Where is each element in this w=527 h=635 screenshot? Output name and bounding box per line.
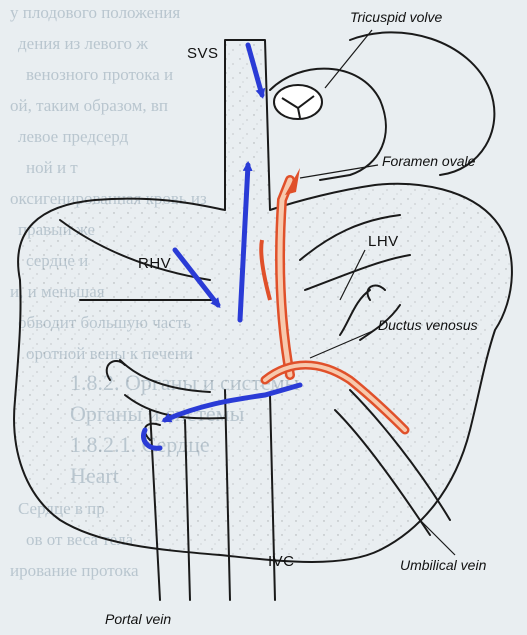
label-svs: SVS: [187, 45, 219, 62]
label-lhv: LHV: [368, 233, 399, 250]
tricuspid-valve-shape: [274, 85, 322, 119]
label-portal-vein: Portal vein: [105, 611, 171, 627]
background-text-line: ирование протока: [10, 561, 139, 580]
background-text-line: левое предсерд: [18, 127, 129, 146]
background-text-line: у плодового положения: [10, 3, 180, 22]
label-rhv: RHV: [138, 255, 171, 272]
background-text-line: венозного протока и: [26, 65, 173, 84]
label-ductus-venosus: Ductus venosus: [378, 317, 478, 333]
background-text-line: дения из левого ж: [18, 34, 148, 53]
background-text-line: ной и т: [26, 158, 78, 177]
label-tricuspid-valve: Tricuspid volve: [350, 9, 443, 25]
label-umbilical-vein: Umbilical vein: [400, 557, 487, 573]
label-foramen-ovale: Foramen ovale: [382, 153, 476, 169]
label-ivc: IVC: [268, 553, 295, 570]
background-text-line: ой, таким образом, вп: [10, 96, 168, 115]
